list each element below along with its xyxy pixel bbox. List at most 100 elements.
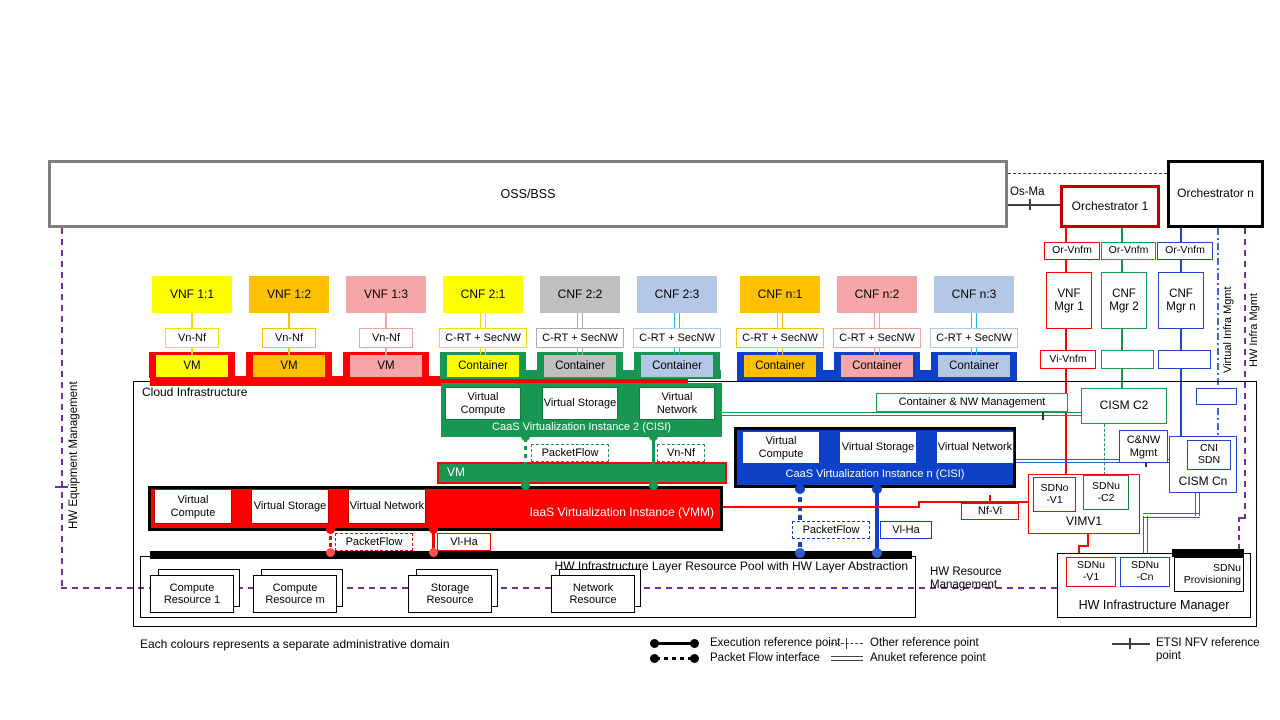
vnf-mgr-1-box: VNF Mgr 1 xyxy=(1046,272,1092,329)
nf-link-double xyxy=(577,313,583,328)
iface-label: Vn-Nf xyxy=(165,328,219,348)
nf-box: CNF n:2 xyxy=(837,276,917,313)
nf-link-double xyxy=(971,348,977,355)
nf-vi-label: Nf-Vi xyxy=(961,503,1019,520)
iface-label: C-RT + SecNW xyxy=(930,328,1018,348)
nf-vi-line xyxy=(918,501,1028,503)
cnw-mgmt-box: C&NW Mgmt xyxy=(1119,430,1168,463)
os-ma-tick xyxy=(1029,199,1031,210)
nf-box: CNF n:3 xyxy=(934,276,1014,313)
runtime-box: Container xyxy=(744,355,816,377)
cisi2-title: CaaS Virtualization Instance 2 (CISI) xyxy=(492,421,671,433)
cism-cn-link xyxy=(1143,516,1148,557)
nf-link xyxy=(288,348,290,355)
nf-link-double xyxy=(777,348,783,355)
line-endpoint-dot xyxy=(795,548,805,558)
empty-blue-box xyxy=(1196,388,1237,405)
nf-link xyxy=(385,348,387,355)
legend-packetflow-label: Packet Flow interface xyxy=(710,652,820,664)
line-endpoint-dot xyxy=(429,525,438,534)
anuket-tick-green xyxy=(1042,407,1044,420)
legend-execution-dot xyxy=(690,639,699,648)
cism-cn-link xyxy=(1143,513,1200,518)
os-ma-line xyxy=(1008,204,1060,206)
vi-vnfm-box-blue xyxy=(1158,350,1211,369)
oss-orchestrator-n-dashed-line xyxy=(1008,173,1167,174)
iface-label: Vn-Nf xyxy=(359,328,413,348)
line-endpoint-dot xyxy=(872,484,882,494)
cisin-virtual-compute: Virtual Compute xyxy=(742,431,820,464)
nf-box: VNF 1:2 xyxy=(249,276,329,313)
footnote: Each colours represents a separate admin… xyxy=(140,637,450,651)
hw-pool-title: HW Infrastructure Layer Resource Pool wi… xyxy=(554,559,908,573)
nf-box: CNF 2:1 xyxy=(443,276,523,313)
legend-etsi-tick xyxy=(1129,638,1131,649)
legend-execution-glyph xyxy=(656,642,696,646)
line-endpoint-dot xyxy=(872,548,882,558)
sdnu-provisioning-box: SDNu Provisioning xyxy=(1174,557,1244,592)
runtime-box: VM xyxy=(253,355,325,377)
iaas-packetflow-label: PacketFlow xyxy=(335,533,413,551)
hw-infra-mgmt-line-v2 xyxy=(1238,517,1240,550)
cisi2-packetflow-line xyxy=(524,438,527,486)
nf-link xyxy=(191,313,193,328)
nf-box: CNF 2:3 xyxy=(637,276,717,313)
line-endpoint-dot xyxy=(521,481,530,490)
iaas-packetflow-line xyxy=(329,529,332,553)
runtime-box: Container xyxy=(447,355,519,377)
iface-label: Vn-Nf xyxy=(262,328,316,348)
nf-box: CNF n:1 xyxy=(740,276,820,313)
iface-label: C-RT + SecNW xyxy=(633,328,721,348)
nf-link-double xyxy=(874,348,880,355)
iaas-virtual-compute: Virtual Compute xyxy=(154,489,232,524)
nf-vi-tick xyxy=(989,495,991,507)
vi-vnfm-label: Vi-Vnfm xyxy=(1040,350,1096,369)
cisi2-virtual-compute: Virtual Compute xyxy=(445,387,521,420)
nf-link-double xyxy=(480,313,486,328)
cisin-virtual-network: Virtual Network xyxy=(936,431,1014,464)
iaas-title: IaaS Virtualization Instance (VMM) xyxy=(529,505,714,519)
nf-box: VNF 1:3 xyxy=(346,276,426,313)
legend-etsi-glyph xyxy=(1112,643,1150,645)
compute-resource-m: Compute Resource m xyxy=(253,575,337,613)
sdnu-c2-box: SDNu -C2 xyxy=(1083,475,1129,510)
legend-anuket-label: Anuket reference point xyxy=(870,652,986,664)
runtime-box: Container xyxy=(938,355,1010,377)
line-endpoint-dot xyxy=(649,432,658,441)
legend-packetflow-dot xyxy=(650,654,659,663)
or-vnfm-label-2: Or-Vnfm xyxy=(1101,242,1156,260)
iaas-virtual-storage: Virtual Storage xyxy=(251,489,329,524)
nf-link-double xyxy=(674,313,680,328)
sdnu-provisioning-bar xyxy=(1172,549,1244,557)
hw-equipment-mgmt-tick xyxy=(55,486,68,488)
cloud-infrastructure-box xyxy=(133,381,1257,627)
line-endpoint-dot xyxy=(521,432,530,441)
legend-execution-dot xyxy=(650,639,659,648)
cisin-vlha-label: Vl-Ha xyxy=(880,521,932,539)
cloud-infrastructure-title: Cloud Infrastructure xyxy=(142,385,248,399)
iface-label: C-RT + SecNW xyxy=(439,328,527,348)
os-ma-label: Os-Ma xyxy=(1010,186,1045,198)
vim-sdnu-link xyxy=(1087,534,1089,547)
nf-link xyxy=(385,313,387,328)
sdno-v1-box: SDNo -V1 xyxy=(1033,477,1076,512)
container-nw-mgmt-label: Container & NW Management xyxy=(876,393,1068,412)
nf-link-double xyxy=(971,313,977,328)
orchestrator-n-box: Orchestrator n xyxy=(1167,160,1264,228)
iaas-vlha-label: Vl-Ha xyxy=(437,533,491,551)
cnf-mgr-2-box: CNF Mgr 2 xyxy=(1101,272,1147,329)
hw-resource-mgmt-label: HW Resource Management xyxy=(930,566,1002,592)
legend-anuket-glyph xyxy=(831,656,863,661)
nf-box: VNF 1:1 xyxy=(152,276,232,313)
iface-label: C-RT + SecNW xyxy=(536,328,624,348)
or-vnfm-label-3: Or-Vnfm xyxy=(1157,242,1213,260)
vm-bar: VM xyxy=(437,462,727,484)
runtime-box: VM xyxy=(156,355,228,377)
legend-other-label: Other reference point xyxy=(870,637,979,649)
runtime-box: Container xyxy=(841,355,913,377)
legend-etsi-label: ETSI NFV reference point xyxy=(1156,637,1260,663)
line-endpoint-dot xyxy=(649,481,658,490)
iaas-tray-bar xyxy=(150,376,688,386)
nf-link-double xyxy=(480,348,486,355)
cisi2-vnnf-label: Vn-Nf xyxy=(657,444,705,462)
